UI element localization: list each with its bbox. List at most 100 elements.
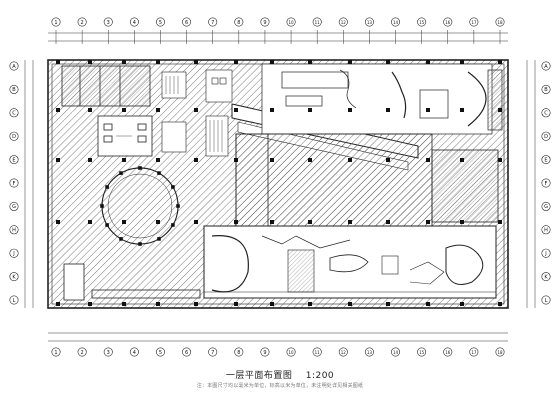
pavilion-column <box>176 204 180 208</box>
column <box>122 108 126 112</box>
axis-marker-top-14: 14 <box>391 17 401 27</box>
axis-marker-left-B: B <box>9 84 19 94</box>
axis-marker-left-J: J <box>9 248 19 258</box>
column <box>122 220 126 224</box>
pavilion-column <box>119 237 123 241</box>
axis-marker-bottom-11: 11 <box>312 347 322 357</box>
axis-marker-bottom-15-label: 15 <box>419 350 425 355</box>
pavilion-column <box>119 171 123 175</box>
column <box>194 108 198 112</box>
column <box>348 108 352 112</box>
axis-marker-right-A-label: A <box>544 64 548 70</box>
axis-marker-bottom-13: 13 <box>364 347 374 357</box>
column <box>56 108 60 112</box>
pavilion-column <box>171 185 175 189</box>
column <box>498 158 502 162</box>
axis-marker-top-1-label: 1 <box>54 20 57 26</box>
axis-marker-top-8: 8 <box>234 17 244 27</box>
column <box>308 60 312 64</box>
axis-marker-bottom-18-label: 18 <box>497 350 503 355</box>
axis-marker-bottom-15: 15 <box>417 347 427 357</box>
column <box>156 60 160 64</box>
column <box>460 60 464 64</box>
structural-columns <box>56 60 502 306</box>
pavilion-column <box>100 204 104 208</box>
column <box>308 302 312 306</box>
column <box>88 220 92 224</box>
column <box>308 220 312 224</box>
column <box>308 108 312 112</box>
axis-marker-left-K: K <box>9 272 19 282</box>
column <box>56 220 60 224</box>
axis-marker-left-B-label: B <box>12 87 16 93</box>
column <box>386 60 390 64</box>
column <box>426 220 430 224</box>
axis-marker-bottom-2: 2 <box>77 347 87 357</box>
axis-marker-left-E-label: E <box>12 157 15 163</box>
axis-marker-bottom-3: 3 <box>103 347 113 357</box>
axis-marker-top-8-label: 8 <box>237 20 240 26</box>
pavilion-column <box>105 223 109 227</box>
column <box>460 220 464 224</box>
column <box>386 302 390 306</box>
column <box>386 108 390 112</box>
column <box>348 220 352 224</box>
axis-marker-bottom-11-label: 11 <box>315 350 321 355</box>
axis-marker-bottom-10-label: 10 <box>289 350 295 355</box>
axis-marker-bottom-10: 10 <box>286 347 296 357</box>
axis-marker-left-F: F <box>9 178 19 188</box>
axis-marker-top-3-label: 3 <box>107 20 110 26</box>
drawing-scale: 1:200 <box>305 371 335 381</box>
column <box>88 60 92 64</box>
pavilion-column <box>171 223 175 227</box>
axis-marker-top-4-label: 4 <box>133 20 136 26</box>
axis-marker-bottom-7: 7 <box>208 347 218 357</box>
axis-marker-right-B-label: B <box>544 87 548 93</box>
column <box>426 158 430 162</box>
axis-marker-top-15-label: 15 <box>419 20 425 25</box>
column <box>270 60 274 64</box>
drawing-note: 注：本图尺寸均以毫米为单位，标高以米为单位，未注明处详见相关图纸 <box>196 383 364 389</box>
axis-marker-top-18-label: 18 <box>497 20 503 25</box>
axis-marker-bottom-2-label: 2 <box>81 350 84 356</box>
left-rooms <box>61 65 153 157</box>
column <box>156 158 160 162</box>
axis-marker-bottom-8-label: 8 <box>237 350 240 356</box>
column <box>156 108 160 112</box>
column <box>498 302 502 306</box>
axis-marker-top-10-label: 10 <box>289 20 295 25</box>
axis-marker-top-14-label: 14 <box>393 20 399 25</box>
pavilion-columns <box>100 166 180 246</box>
axis-marker-bottom-5-label: 5 <box>159 350 162 356</box>
axis-marker-bottom-4-label: 4 <box>133 350 136 356</box>
axis-marker-right-C-label: C <box>544 111 548 117</box>
pavilion-column <box>157 171 161 175</box>
axis-marker-top-3: 3 <box>103 17 113 27</box>
column <box>270 108 274 112</box>
drawing-title-text: 一层平面布置图 <box>225 371 293 381</box>
axis-marker-bottom-13-label: 13 <box>367 350 373 355</box>
axis-marker-top-11-label: 11 <box>315 20 321 25</box>
column <box>308 158 312 162</box>
column <box>426 108 430 112</box>
column <box>122 302 126 306</box>
axis-marker-bottom-6-label: 6 <box>185 350 188 356</box>
pavilion-column <box>157 237 161 241</box>
axis-marker-top-13-label: 13 <box>367 20 373 25</box>
axis-marker-bottom-18: 18 <box>495 347 505 357</box>
column <box>498 108 502 112</box>
axis-marker-left-C-label: C <box>12 111 16 117</box>
axis-marker-bottom-3-label: 3 <box>107 350 110 356</box>
axis-marker-bottom-12-label: 12 <box>341 350 347 355</box>
axis-marker-right-B: B <box>541 84 551 94</box>
column <box>122 60 126 64</box>
axis-marker-bottom-16-label: 16 <box>445 350 451 355</box>
axis-marker-top-17-label: 17 <box>471 20 477 25</box>
column <box>460 302 464 306</box>
central-atrium <box>235 133 499 227</box>
axis-marker-left-H-label: H <box>12 228 16 234</box>
axis-marker-top-6-label: 6 <box>185 20 188 26</box>
axis-marker-left-C: C <box>9 108 19 118</box>
column <box>194 60 198 64</box>
